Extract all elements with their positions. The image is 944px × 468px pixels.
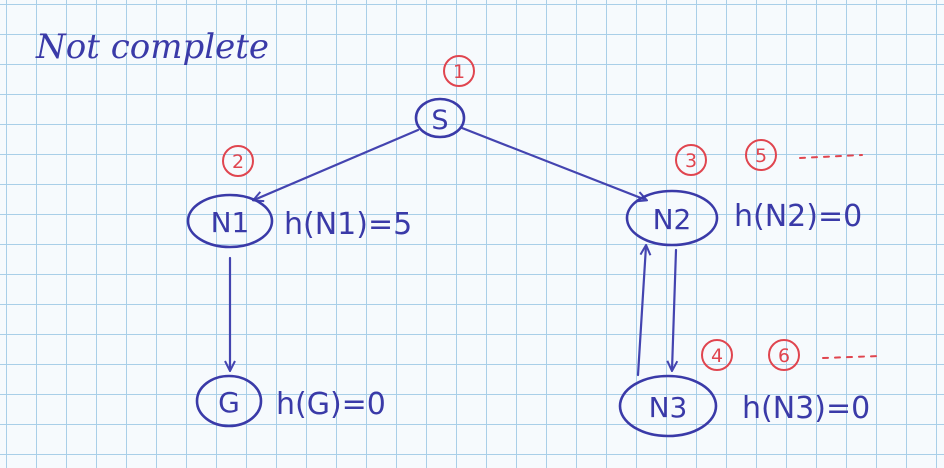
order-mark-n2-3: 3 bbox=[675, 144, 707, 176]
order-mark-s-1: 1 bbox=[443, 55, 475, 87]
node-n1-heuristic: h(N1)=5 bbox=[284, 207, 412, 242]
node-n1-label: N1 bbox=[211, 206, 250, 239]
node-n3: N3 h(N3)=0 bbox=[618, 374, 870, 438]
node-n2: N2 h(N2)=0 bbox=[625, 189, 862, 247]
order-mark-number: 4 bbox=[711, 345, 723, 367]
node-g-label: G bbox=[218, 386, 240, 419]
node-s-label: S bbox=[431, 105, 448, 136]
order-mark-n2-5: 5 bbox=[745, 139, 777, 171]
node-n2-circle bbox=[625, 189, 719, 247]
order-mark-n3-6: 6 bbox=[768, 339, 800, 371]
node-g-heuristic: h(G)=0 bbox=[276, 387, 386, 422]
edge-n2-to-n3 bbox=[672, 248, 676, 370]
edge-s-to-n1 bbox=[254, 128, 420, 200]
order-mark-ring bbox=[701, 339, 733, 371]
edge-n3-to-n2 bbox=[636, 246, 646, 377]
order-mark-ring bbox=[745, 139, 777, 171]
order-mark-number: 5 bbox=[755, 145, 767, 167]
node-n2-heuristic: h(N2)=0 bbox=[734, 199, 862, 234]
node-g-circle bbox=[195, 374, 263, 428]
diagram-title: Not complete bbox=[35, 27, 269, 67]
node-n3-label: N3 bbox=[649, 391, 688, 424]
node-n1: N1 h(N1)=5 bbox=[186, 193, 412, 249]
order-mark-number: 2 bbox=[232, 151, 244, 173]
order-mark-n2-continuation bbox=[799, 154, 863, 159]
order-mark-ring bbox=[675, 144, 707, 176]
node-s-circle bbox=[414, 97, 466, 139]
order-mark-ring bbox=[222, 145, 254, 177]
order-mark-number: 1 bbox=[453, 61, 465, 83]
node-n3-heuristic: h(N3)=0 bbox=[742, 391, 870, 426]
node-g: G h(G)=0 bbox=[195, 374, 386, 428]
order-mark-n3-4: 4 bbox=[701, 339, 733, 371]
order-mark-ring bbox=[443, 55, 475, 87]
order-mark-number: 6 bbox=[778, 345, 790, 367]
node-n1-circle bbox=[186, 193, 274, 249]
node-s: S bbox=[414, 97, 466, 139]
order-mark-n3-continuation bbox=[822, 355, 881, 359]
order-mark-number: 3 bbox=[685, 150, 697, 172]
node-n3-circle bbox=[618, 374, 718, 438]
edge-s-to-n2 bbox=[460, 126, 646, 200]
order-mark-ring bbox=[768, 339, 800, 371]
node-n2-label: N2 bbox=[653, 203, 692, 236]
order-mark-n1-2: 2 bbox=[222, 145, 254, 177]
